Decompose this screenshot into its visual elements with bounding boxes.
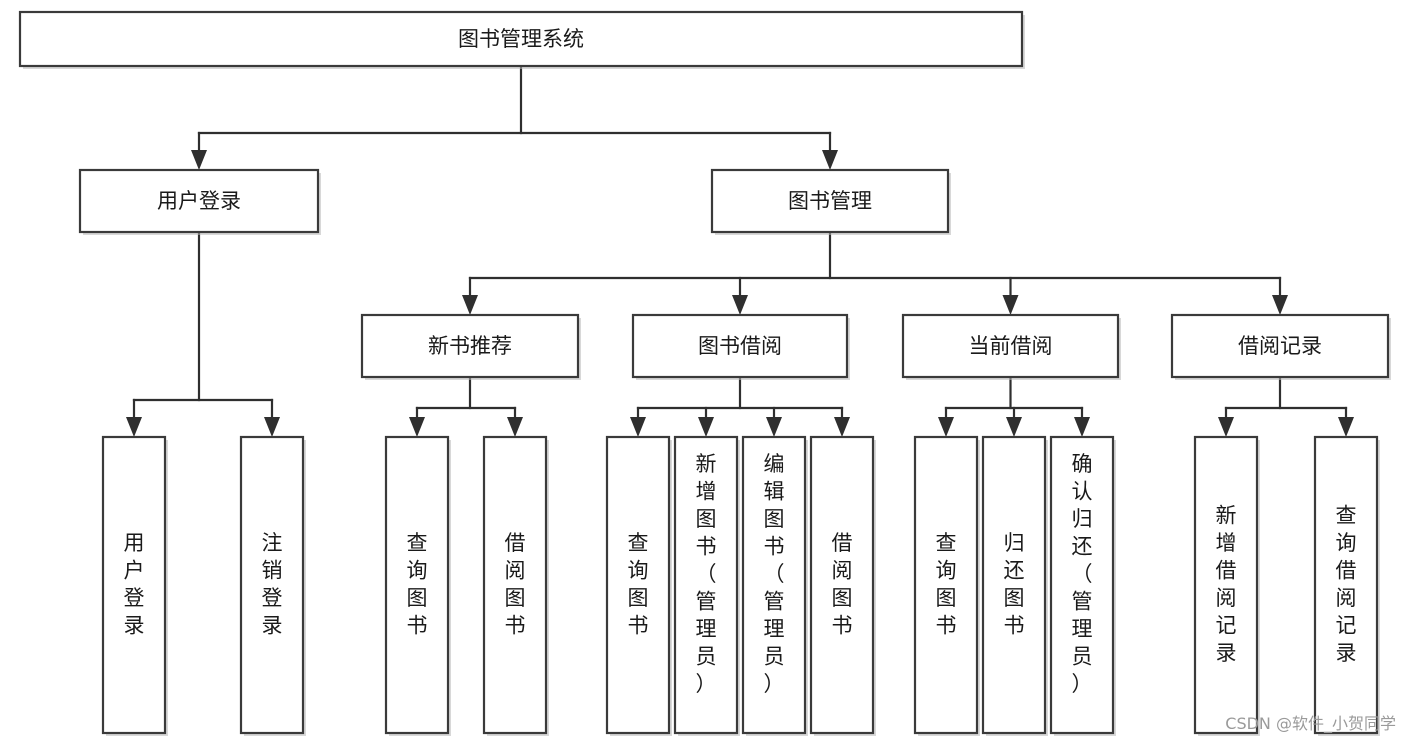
connector-group-book_manage [462,230,1288,315]
node-label: 当前借阅 [969,334,1053,358]
node-leaf-borrow-book-1[interactable]: 借阅图书 [482,435,549,736]
node-label: 查询图书 [407,531,428,638]
node-layer: 图书管理系统用户登录图书管理新书推荐图书借阅当前借阅借阅记录用户登录注销登录查询… [18,10,1391,736]
node-label: 注销登录 [262,531,283,638]
arrow-head-icon [507,417,523,437]
csdn-watermark: CSDN @软件_小贺同学 [1225,714,1396,734]
node-label: 用户登录 [124,531,145,638]
node-leaf-add-record[interactable]: 新增借阅记录 [1193,435,1260,736]
node-box[interactable] [710,168,950,234]
node-box[interactable] [18,10,1024,68]
node-leaf-add-book[interactable]: 新增图书（管理员） [673,435,740,736]
node-label: 用户登录 [157,189,241,213]
arrow-head-icon [409,417,425,437]
node-label: 查询图书 [936,531,957,638]
arrow-head-icon [1272,295,1288,315]
node-label: 编辑图书（管理员） [764,452,785,696]
node-root[interactable]: 图书管理系统 [18,10,1025,69]
node-leaf-query-book-2[interactable]: 查询图书 [605,435,672,736]
arrow-head-icon [822,150,838,170]
node-leaf-user-login[interactable]: 用户登录 [101,435,168,736]
node-box[interactable] [1170,313,1390,379]
arrow-head-icon [462,295,478,315]
node-box[interactable] [1313,435,1379,735]
node-box[interactable] [482,435,548,735]
node-label: 图书借阅 [698,334,782,358]
node-box[interactable] [239,435,305,735]
node-leaf-edit-book[interactable]: 编辑图书（管理员） [741,435,808,736]
node-leaf-logout[interactable]: 注销登录 [239,435,306,736]
node-label: 查询借阅记录 [1336,504,1357,666]
arrow-head-icon [1338,417,1354,437]
node-label: 归还图书 [1004,531,1025,638]
node-label: 图书管理 [788,189,872,213]
arrow-head-icon [630,417,646,437]
node-label: 借阅记录 [1238,334,1322,358]
arrow-head-icon [1006,417,1022,437]
arrow-head-icon [732,295,748,315]
connector-group-book_borrow [630,375,850,437]
node-box[interactable] [981,435,1047,735]
node-leaf-query-book-3[interactable]: 查询图书 [913,435,980,736]
node-label: 新增图书（管理员） [696,452,717,696]
node-label: 新增借阅记录 [1216,504,1237,666]
node-label: 确认归还（管理员） [1072,452,1093,696]
node-borrow-record[interactable]: 借阅记录 [1170,313,1391,380]
node-box[interactable] [913,435,979,735]
node-box[interactable] [605,435,671,735]
node-box[interactable] [631,313,849,379]
node-box[interactable] [809,435,875,735]
node-label: 图书管理系统 [458,27,584,51]
node-current-borrow[interactable]: 当前借阅 [901,313,1121,380]
node-box[interactable] [360,313,580,379]
arrow-head-icon [938,417,954,437]
node-label: 新书推荐 [428,334,512,358]
arrow-head-icon [1218,417,1234,437]
node-label: 借阅图书 [832,531,853,638]
node-box[interactable] [78,168,320,234]
node-box[interactable] [101,435,167,735]
arrow-head-icon [126,417,142,437]
arrow-head-icon [698,417,714,437]
arrow-head-icon [1074,417,1090,437]
node-label: 借阅图书 [505,531,526,638]
arrow-head-icon [766,417,782,437]
node-box[interactable] [384,435,450,735]
node-leaf-confirm-return[interactable]: 确认归还（管理员） [1049,435,1116,736]
arrow-head-icon [834,417,850,437]
connector-group-current_borrow [938,375,1090,437]
node-label: 查询图书 [628,531,649,638]
connector-group-root [191,64,838,170]
node-box[interactable] [673,435,739,735]
connector-layer [126,64,1354,437]
node-new-book-rec[interactable]: 新书推荐 [360,313,581,380]
connector-group-login [126,230,280,437]
arrow-head-icon [191,150,207,170]
node-box[interactable] [1193,435,1259,735]
node-leaf-borrow-book-2[interactable]: 借阅图书 [809,435,876,736]
node-leaf-query-record[interactable]: 查询借阅记录 [1313,435,1380,736]
node-book-manage[interactable]: 图书管理 [710,168,951,235]
arrow-head-icon [264,417,280,437]
node-login[interactable]: 用户登录 [78,168,321,235]
node-box[interactable] [741,435,807,735]
connector-group-new_book_rec [409,375,523,437]
node-box[interactable] [901,313,1120,379]
node-leaf-return-book[interactable]: 归还图书 [981,435,1048,736]
connector-group-borrow_record [1218,375,1354,437]
node-book-borrow[interactable]: 图书借阅 [631,313,850,380]
node-box[interactable] [1049,435,1115,735]
node-leaf-query-book-1[interactable]: 查询图书 [384,435,451,736]
arrow-head-icon [1002,295,1019,315]
